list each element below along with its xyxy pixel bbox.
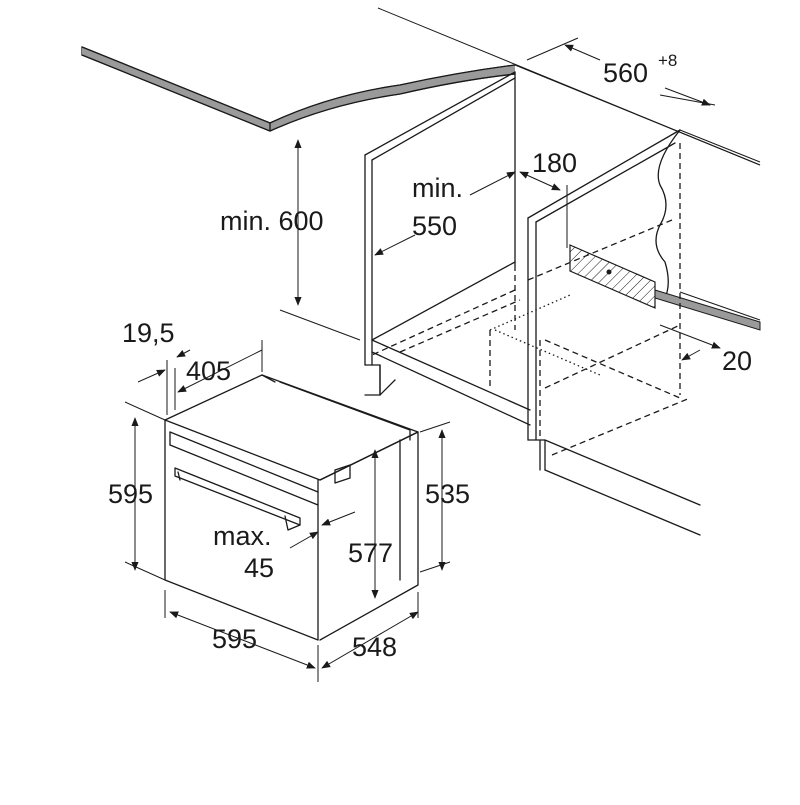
label-niche-width: 560	[603, 58, 648, 88]
label-oven-body-height: 577	[348, 538, 393, 568]
right-worktop-strip	[654, 289, 761, 331]
label-oven-width: 595	[212, 624, 257, 654]
label-oven-depth: 548	[352, 632, 397, 662]
label-side-gap: 20	[722, 346, 752, 376]
label-cabinet-depth-line2: 550	[412, 211, 457, 241]
label-door-depth: 405	[186, 356, 231, 386]
dim-lines	[124, 37, 721, 682]
wall-lines	[377, 7, 761, 166]
label-handle-max-line1: max.	[213, 521, 272, 551]
niche-outline	[371, 143, 691, 456]
oven	[164, 374, 419, 641]
label-handle-offset: 19,5	[122, 318, 175, 348]
ventilation-opening	[569, 244, 656, 309]
left-cabinet-panel	[364, 71, 531, 426]
label-ventilation-depth: 180	[532, 148, 577, 178]
label-oven-inner-height: 535	[425, 479, 470, 509]
label-niche-width-tolerance: +8	[658, 51, 677, 70]
right-cabinet-panel	[527, 129, 701, 536]
label-cabinet-depth-line1: min.	[412, 173, 463, 203]
label-cabinet-height: min. 600	[220, 206, 324, 236]
label-handle-max-line2: 45	[244, 553, 274, 583]
worktop	[81, 46, 516, 132]
label-oven-height: 595	[108, 479, 153, 509]
